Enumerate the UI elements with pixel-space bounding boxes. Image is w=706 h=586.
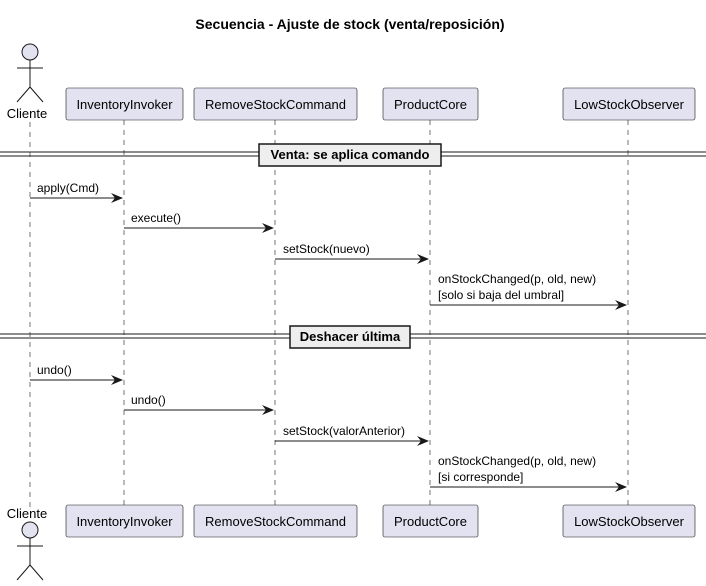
divider-label: Deshacer última xyxy=(300,329,401,344)
participant-label: InventoryInvoker xyxy=(76,97,173,112)
message-on-stock-changed-1: onStockChanged(p, old, new) [solo si baj… xyxy=(430,272,627,310)
actor-cliente-bottom: Cliente xyxy=(7,506,47,581)
actor-cliente-top: Cliente xyxy=(7,43,47,121)
message-label: setStock(nuevo) xyxy=(283,242,370,256)
participant-inventory-invoker-bottom: InventoryInvoker xyxy=(65,504,184,538)
diagram-title: Secuencia - Ajuste de stock (venta/repos… xyxy=(195,16,504,32)
message-label: apply(Cmd) xyxy=(37,181,99,195)
actor-figure-icon xyxy=(16,43,44,103)
participant-inventory-invoker-top: InventoryInvoker xyxy=(65,87,184,121)
message-guard: [si corresponde] xyxy=(438,470,523,484)
divider-deshacer: Deshacer última xyxy=(0,325,706,349)
message-on-stock-changed-2: onStockChanged(p, old, new) [si correspo… xyxy=(430,454,627,492)
message-label: undo() xyxy=(131,393,166,407)
participant-label: ProductCore xyxy=(394,514,467,529)
message-set-stock-nuevo: setStock(nuevo) xyxy=(275,242,429,264)
message-label: setStock(valorAnterior) xyxy=(283,424,405,438)
message-undo-cliente: undo() xyxy=(30,363,123,385)
participant-label: RemoveStockCommand xyxy=(205,514,346,529)
participant-product-core-bottom: ProductCore xyxy=(382,504,479,538)
participant-label: LowStockObserver xyxy=(574,97,684,112)
message-apply: apply(Cmd) xyxy=(30,181,123,203)
message-label: onStockChanged(p, old, new) xyxy=(438,454,596,468)
actor-label: Cliente xyxy=(7,106,47,121)
participant-label: InventoryInvoker xyxy=(76,514,173,529)
participant-product-core-top: ProductCore xyxy=(382,87,479,121)
participant-low-stock-observer-bottom: LowStockObserver xyxy=(562,504,696,538)
message-guard: [solo si baja del umbral] xyxy=(438,288,564,302)
participant-label: RemoveStockCommand xyxy=(205,97,346,112)
message-undo-invoker: undo() xyxy=(124,393,274,415)
participant-remove-stock-command-top: RemoveStockCommand xyxy=(193,87,358,121)
message-label: onStockChanged(p, old, new) xyxy=(438,272,596,286)
message-set-stock-valor-anterior: setStock(valorAnterior) xyxy=(275,424,429,446)
actor-figure-icon xyxy=(16,521,44,581)
participant-remove-stock-command-bottom: RemoveStockCommand xyxy=(193,504,358,538)
participant-label: ProductCore xyxy=(394,97,467,112)
participant-low-stock-observer-top: LowStockObserver xyxy=(562,87,696,121)
message-label: execute() xyxy=(131,211,181,225)
message-label: undo() xyxy=(37,363,72,377)
divider-label: Venta: se aplica comando xyxy=(271,147,430,162)
divider-venta: Venta: se aplica comando xyxy=(0,143,706,167)
participant-label: LowStockObserver xyxy=(574,514,684,529)
message-execute: execute() xyxy=(124,211,274,233)
actor-label: Cliente xyxy=(7,506,47,521)
